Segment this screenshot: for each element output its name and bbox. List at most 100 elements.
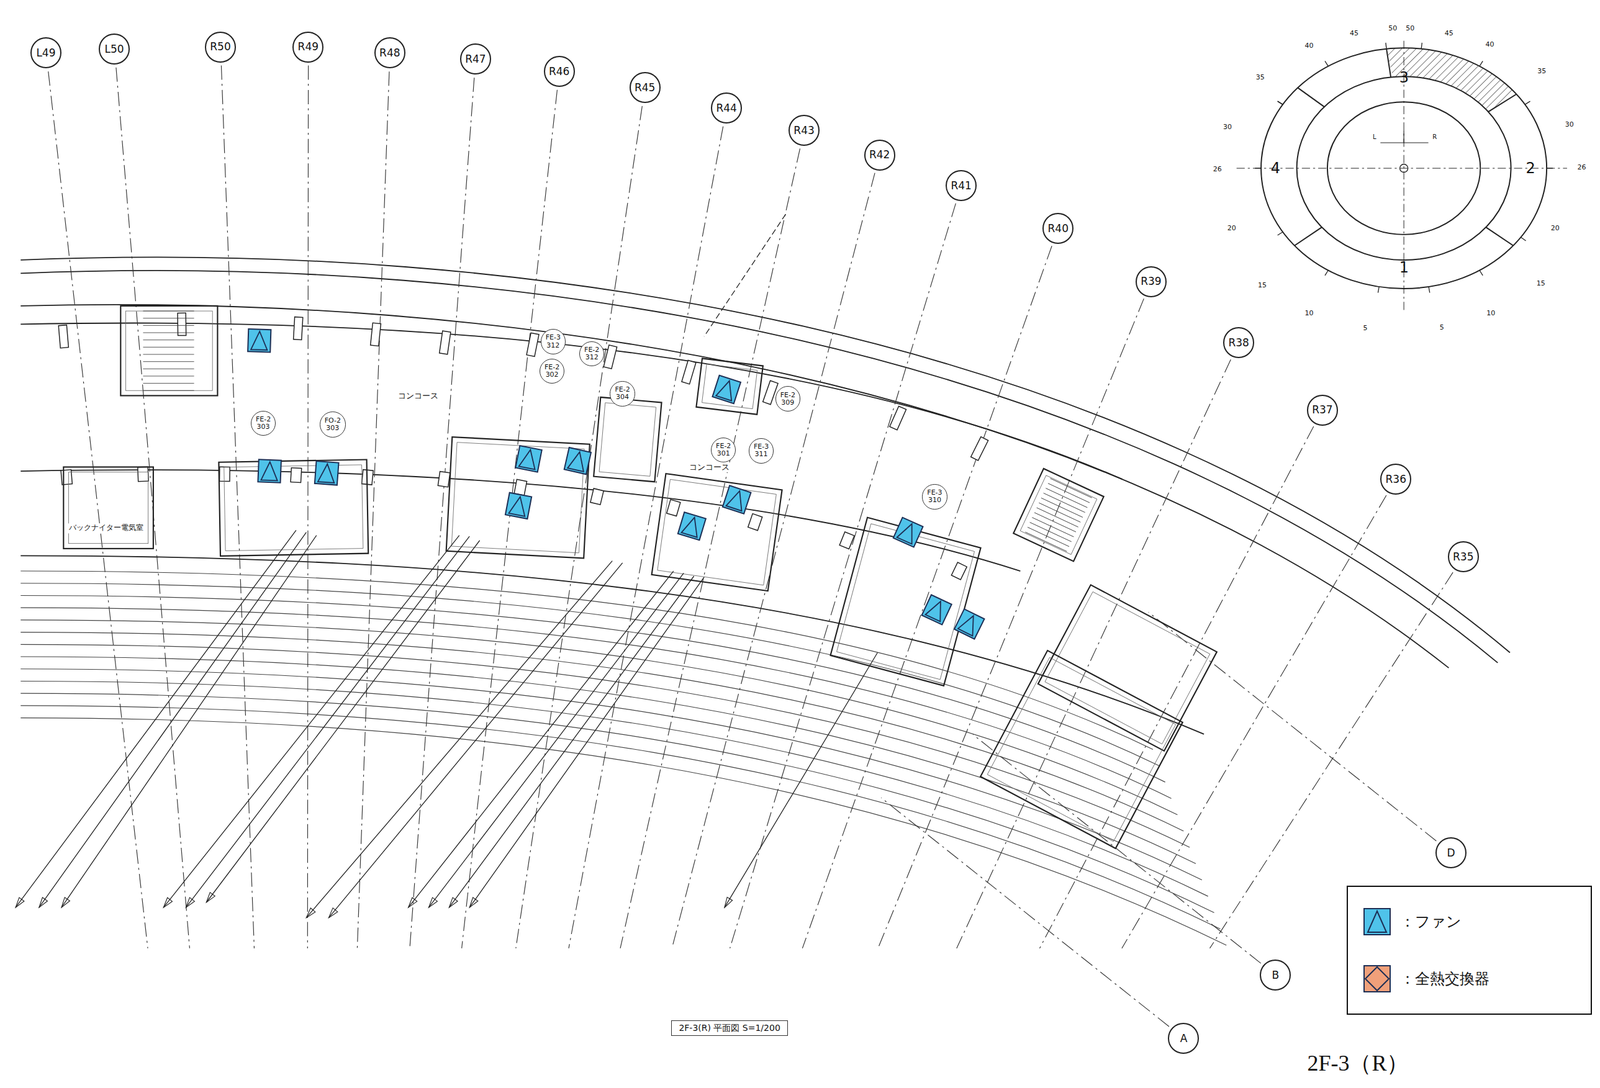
equipment-tag: FE-2312	[579, 341, 605, 367]
stair-tread	[1030, 522, 1072, 543]
stair-tread	[142, 383, 194, 384]
tag-text: FE-3	[545, 334, 561, 342]
tag-text: 311	[754, 450, 769, 459]
tag-text: 312	[585, 353, 599, 362]
axis-number: 45	[1444, 29, 1454, 38]
grid-label: R41	[950, 180, 972, 192]
axis-number: 50	[1405, 24, 1415, 33]
duct-line	[408, 571, 674, 908]
key-tick	[1479, 270, 1483, 276]
legend-box: ：ファン：全熱交換器	[1346, 885, 1592, 1016]
equipment-tag: FE-2309	[775, 386, 801, 412]
grid-label: R49	[298, 40, 319, 53]
fan-box	[954, 609, 985, 639]
column	[666, 499, 681, 517]
grid-label: R40	[1048, 222, 1069, 235]
grid-line	[802, 245, 1052, 949]
tag-text: 303	[257, 423, 271, 431]
stair-tread	[142, 353, 194, 355]
swatch-box	[1364, 908, 1391, 936]
key-plan	[1236, 40, 1568, 312]
fan-box	[505, 492, 532, 520]
tag-text: 301	[717, 450, 731, 458]
grid-bubble: L49	[30, 37, 62, 69]
grid-bubble: R50	[204, 31, 236, 63]
fan-triangle	[519, 448, 539, 470]
duct-line	[469, 577, 705, 908]
legend-entry: ：ファン	[1362, 907, 1576, 937]
fan-triangle	[715, 378, 737, 401]
tag-text: 303	[325, 424, 339, 433]
column	[889, 406, 907, 430]
tag-text: FE-2	[584, 346, 600, 354]
axis-number: 20	[1550, 224, 1560, 233]
room-name: バックナイター電気室	[67, 524, 146, 534]
fan-triangle	[567, 450, 588, 472]
fan-symbol	[257, 459, 282, 484]
grid-label: R37	[1311, 404, 1333, 416]
column	[439, 330, 451, 355]
duct-arrow	[39, 897, 48, 908]
room-wall	[980, 650, 1183, 849]
grid-bubble: D	[1435, 837, 1467, 869]
stair-tread	[1048, 483, 1090, 503]
stair-tread	[1045, 488, 1088, 508]
equipment-tag: FE-3310	[922, 484, 947, 510]
fan-triangle	[317, 463, 336, 484]
fan-symbol	[247, 329, 271, 353]
grid-line	[881, 797, 1170, 1027]
room-wall	[63, 466, 154, 549]
tag-text: 312	[546, 342, 560, 350]
room	[1038, 584, 1217, 752]
column	[971, 437, 989, 461]
tag-text: FE-2	[255, 415, 271, 424]
stair-tread	[142, 339, 194, 341]
grid-label: R42	[869, 149, 890, 161]
fan-box	[247, 329, 271, 353]
grid-label: R45	[634, 81, 656, 94]
axis-number: 5	[1439, 324, 1445, 332]
grid-label: L50	[104, 43, 125, 56]
key-tick	[1428, 286, 1430, 294]
stair-tread	[142, 347, 194, 348]
equipment-tag: FE-3312	[540, 329, 566, 354]
grid-bubble: R40	[1042, 212, 1074, 245]
grid-line	[671, 173, 875, 949]
key-tick	[1546, 167, 1553, 169]
swatch-diamond	[1365, 967, 1389, 991]
seating-row	[20, 656, 1196, 865]
fan-triangle	[897, 520, 920, 545]
axis-number: 15	[1257, 281, 1267, 290]
stair-tread	[142, 390, 194, 392]
grid-bubble: R39	[1135, 266, 1167, 298]
tag-text: FE-2	[715, 442, 731, 451]
grid-bubble: R43	[788, 114, 820, 146]
fan-box	[712, 375, 741, 405]
grid-label: B	[1272, 969, 1280, 982]
grid-bubble: R42	[864, 139, 896, 171]
key-tick	[1385, 42, 1387, 50]
column	[137, 466, 149, 482]
duct-line	[328, 563, 623, 919]
room-name: コンコース	[396, 391, 441, 402]
legend-text: ：ファン	[1400, 912, 1462, 932]
equipment-tag: FE-2302	[539, 358, 565, 384]
wall-line	[20, 322, 1122, 480]
column	[748, 514, 763, 531]
direction-letter: L	[1372, 133, 1377, 141]
zone-number: 4	[1270, 160, 1281, 177]
zone-divider	[1386, 49, 1391, 78]
grid-line	[221, 65, 254, 949]
grid-label: R38	[1228, 337, 1249, 349]
room	[593, 397, 662, 482]
column	[681, 360, 697, 384]
equipment-tag: FE-3311	[748, 438, 774, 464]
fan-box	[314, 461, 339, 486]
grid-label: R35	[1452, 551, 1474, 564]
grid-bubble: R48	[374, 37, 406, 69]
grid-line	[877, 298, 1144, 949]
column	[293, 317, 303, 341]
room-inner	[599, 402, 657, 477]
axis-number: 40	[1305, 42, 1314, 50]
stair-tread	[1041, 497, 1083, 518]
